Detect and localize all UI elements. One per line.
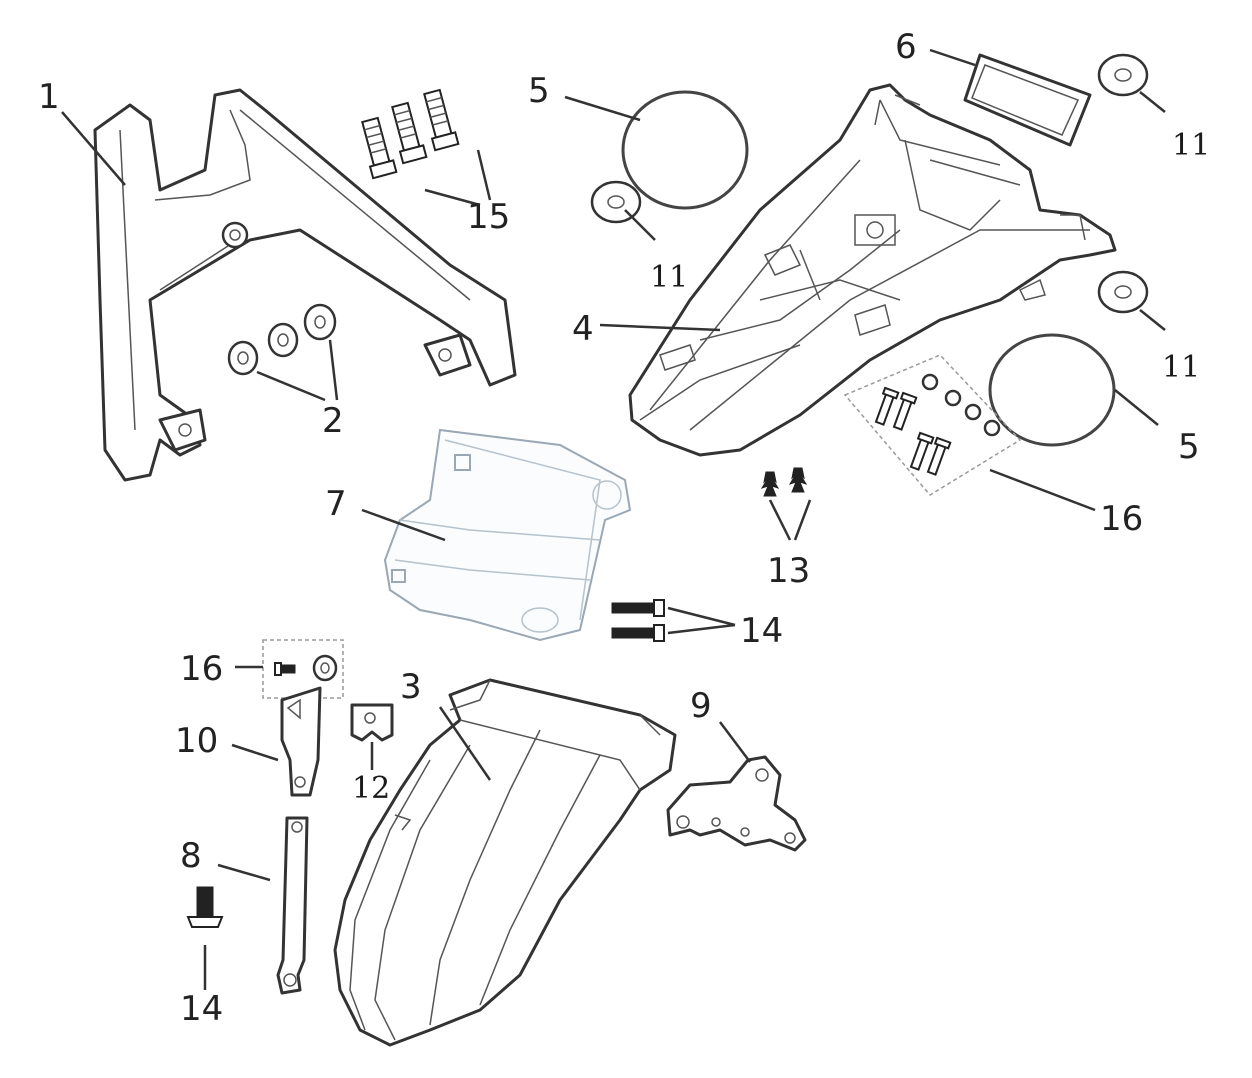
part-12-clip-nut: [350, 703, 394, 742]
label-5-right: 5: [1178, 427, 1200, 467]
part-16-hardware-kit-left: [262, 639, 344, 699]
part-11-washer-a: [590, 180, 642, 224]
label-4: 4: [572, 309, 594, 349]
label-7: 7: [325, 484, 347, 524]
part-8-stay-bar: [276, 816, 309, 995]
leader-lines: [61, 48, 1166, 990]
part-1-rear-grab-rail: [93, 88, 517, 482]
part-16-hardware-kit-right: [843, 354, 1022, 496]
label-16-left: 16: [180, 649, 223, 689]
callout-labels: 1 2 3 4 5 5 6 7 8 9 10 11 11 11 12 13 14…: [38, 27, 1210, 1029]
label-15: 15: [467, 197, 510, 237]
part-3-fender: [333, 678, 677, 1047]
label-5-left: 5: [528, 71, 550, 111]
part-4-rear-undertray: [628, 83, 1117, 457]
label-6: 6: [895, 27, 917, 67]
part-13-push-rivets: [760, 467, 808, 497]
part-10-bracket: [280, 686, 322, 797]
part-5-ring-right: [988, 333, 1116, 447]
part-9-plate-bracket: [666, 755, 807, 852]
part-15-bolts: [361, 88, 460, 180]
part-5-ring-left: [621, 90, 749, 210]
part-11-washer-b: [1097, 53, 1149, 97]
label-11-a: 11: [650, 260, 688, 295]
label-11-c: 11: [1162, 350, 1200, 385]
label-14-centre: 14: [740, 611, 783, 651]
label-8: 8: [180, 836, 202, 876]
label-2: 2: [322, 401, 344, 441]
label-11-b: 11: [1172, 128, 1210, 163]
part-14-bolts-pair: [611, 599, 665, 642]
label-9: 9: [690, 686, 712, 726]
part-11-washer-c: [1097, 270, 1149, 314]
label-16-right: 16: [1100, 499, 1143, 539]
part-14-bolt-single: [186, 886, 224, 928]
label-12: 12: [352, 771, 390, 806]
part-2-washers: [227, 303, 337, 376]
label-1: 1: [38, 77, 60, 117]
part-7-tail-light-housing: [383, 428, 632, 642]
label-13: 13: [767, 551, 810, 591]
label-3: 3: [400, 667, 422, 707]
part-6-reflector-pad: [963, 53, 1092, 147]
label-14-bottom: 14: [180, 989, 223, 1029]
label-10: 10: [175, 721, 218, 761]
